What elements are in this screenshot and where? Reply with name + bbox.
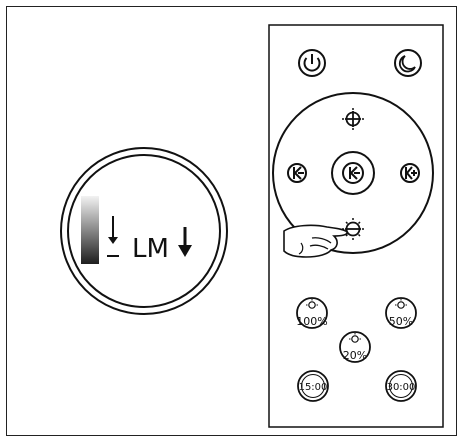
illustration-canvas: LM — [60, 24, 444, 428]
preset-50-button[interactable]: 50% — [385, 297, 417, 329]
sleep-button[interactable] — [394, 49, 422, 77]
color-temp-minus-button[interactable] — [287, 163, 307, 183]
display-inner-ring — [67, 154, 221, 308]
moon-icon — [398, 55, 416, 73]
timer-30-button[interactable]: 30:00 — [385, 370, 417, 402]
sun-icon — [349, 333, 361, 343]
preset-100-label: 100% — [296, 315, 327, 328]
brightness-up-button[interactable] — [342, 108, 364, 130]
level-down-arrow-icon — [107, 216, 119, 257]
timer-15-label: 15:00 — [299, 382, 328, 393]
sun-icon — [306, 299, 318, 309]
display-outer-ring — [60, 147, 228, 315]
color-temp-plus-button[interactable] — [400, 163, 420, 183]
power-icon — [303, 54, 321, 72]
sun-icon — [395, 299, 407, 309]
preset-20-label: 20% — [343, 349, 367, 362]
brightness-down-button[interactable] — [342, 218, 364, 240]
mode-label: LM — [132, 234, 169, 264]
k-minus-icon — [293, 166, 304, 180]
power-button[interactable] — [298, 49, 326, 77]
preset-50-label: 50% — [389, 315, 413, 328]
preset-20-button[interactable]: 20% — [339, 331, 371, 363]
timer-15-button[interactable]: 15:00 — [297, 370, 329, 402]
remote-control: 100% 50% 20% 15:00 — [268, 24, 444, 428]
brightness-gradient-bar — [81, 196, 99, 264]
timer-30-label: 30:00 — [387, 382, 416, 393]
color-temp-center-button[interactable] — [331, 151, 375, 195]
display-panel: LM — [60, 147, 228, 315]
k-minus-icon — [349, 166, 360, 180]
sun-minus-icon — [342, 218, 364, 240]
lm-down-arrow-icon — [178, 227, 192, 257]
k-plus-icon — [405, 166, 417, 180]
illustration-frame: LM — [6, 6, 457, 436]
preset-100-button[interactable]: 100% — [296, 297, 328, 329]
sun-plus-icon — [342, 108, 364, 130]
pointing-hand-icon — [283, 224, 348, 258]
